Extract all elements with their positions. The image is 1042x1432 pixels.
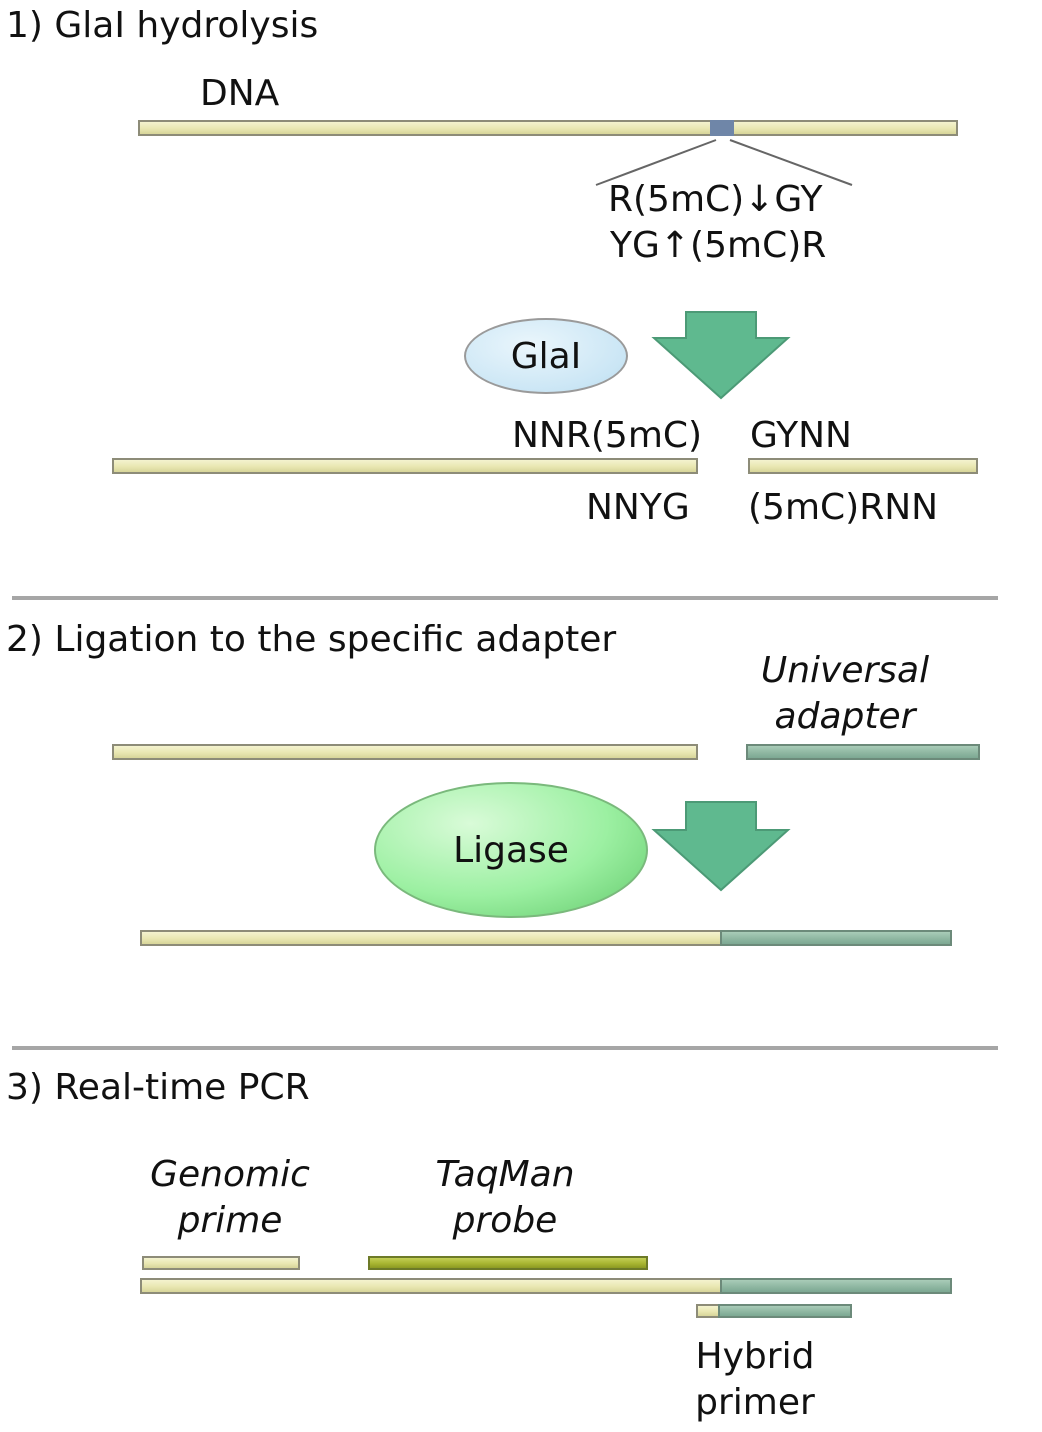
right-fragment-bottom-seq: (5mC)RNN — [748, 487, 939, 528]
left-fragment-top-seq: NNR(5mC) — [512, 415, 703, 456]
universal-adapter-line2: adapter — [774, 696, 916, 737]
right-fragment-strand — [748, 458, 978, 474]
section-divider-2 — [12, 1046, 998, 1050]
taqman-probe-strand — [368, 1256, 648, 1270]
hybrid-primer-line2: primer — [695, 1382, 815, 1423]
step2-heading: 2) Ligation to the specific adapter — [6, 619, 617, 660]
hybrid-primer-line1: Hybrid — [695, 1336, 815, 1377]
template-genomic-strand — [140, 1278, 722, 1294]
genomic-primer-line1: Genomic — [150, 1154, 310, 1195]
taqman-probe-line1: TaqMan — [435, 1154, 575, 1195]
recognition-site-marker — [710, 120, 734, 136]
site-top-sequence: R(5mC)↓GY — [608, 179, 823, 220]
ligated-adapter-strand — [720, 930, 952, 946]
step3-heading: 3) Real-time PCR — [6, 1067, 310, 1108]
hybrid-primer-label: Hybrid primer — [660, 1334, 850, 1426]
genomic-primer-line2: prime — [177, 1200, 283, 1241]
genomic-fragment-strand — [112, 744, 698, 760]
section-divider-1 — [12, 596, 998, 600]
left-fragment-strand — [112, 458, 698, 474]
genomic-primer-label: Genomic prime — [130, 1152, 330, 1244]
universal-adapter-line1: Universal — [760, 650, 930, 691]
right-fragment-top-seq: GYNN — [750, 415, 852, 456]
universal-adapter-strand — [746, 744, 980, 760]
hybrid-primer-genomic-part — [696, 1304, 720, 1318]
ligase-enzyme-label: Ligase — [453, 829, 569, 871]
left-fragment-bottom-seq: NNYG — [586, 487, 690, 528]
ligated-genomic-strand — [140, 930, 722, 946]
genomic-primer-strand — [142, 1256, 300, 1270]
ligase-enzyme: Ligase — [374, 782, 648, 918]
dna-label: DNA — [200, 73, 280, 114]
template-adapter-strand — [720, 1278, 952, 1294]
site-bottom-sequence: YG↑(5mC)R — [610, 225, 827, 266]
taqman-probe-label: TaqMan probe — [400, 1152, 610, 1244]
universal-adapter-label: Universal adapter — [740, 648, 950, 740]
dna-strand — [138, 120, 958, 136]
taqman-probe-line2: probe — [452, 1200, 558, 1241]
hybrid-primer-adapter-part — [718, 1304, 852, 1318]
step1-heading: 1) GlaI hydrolysis — [6, 5, 319, 46]
glai-enzyme: GlaI — [464, 318, 628, 394]
glai-enzyme-label: GlaI — [510, 335, 582, 377]
